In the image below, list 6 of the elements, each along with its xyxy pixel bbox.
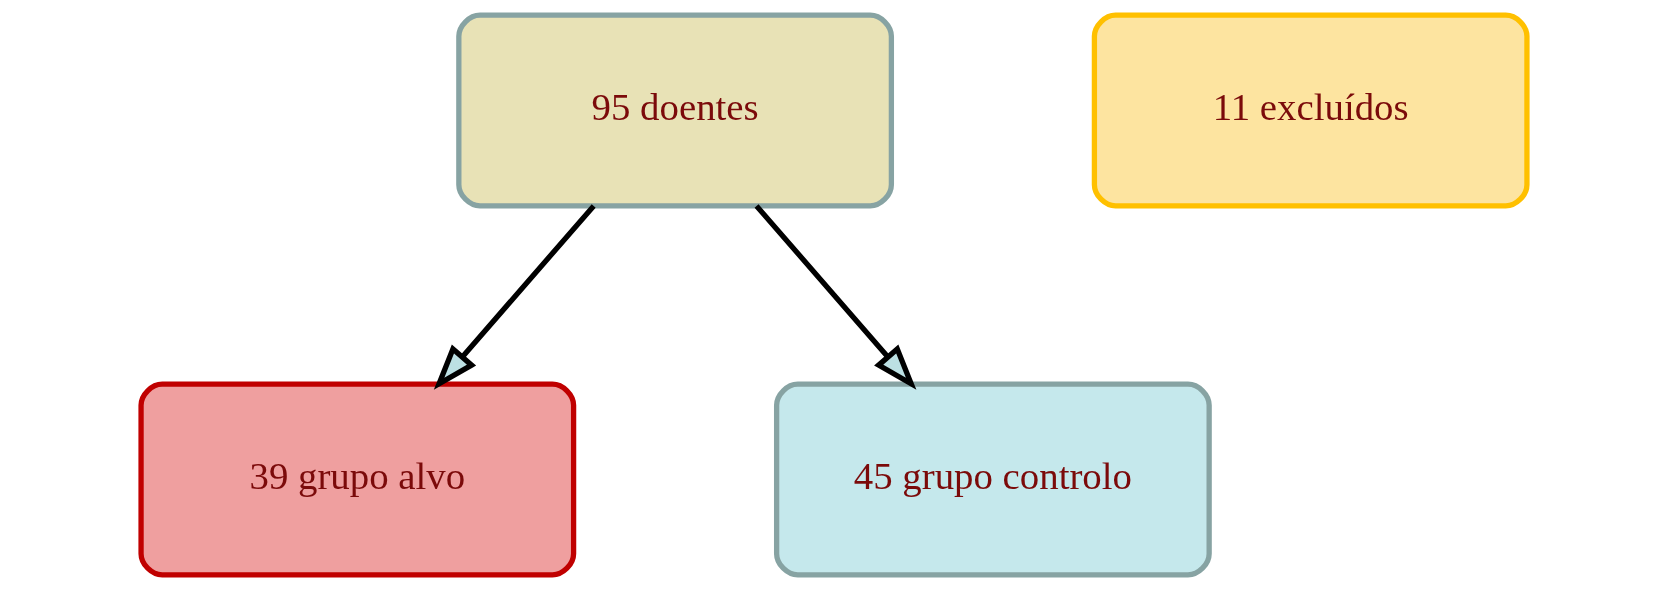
- node-box: 39 grupo alvo: [138, 381, 577, 578]
- node-box: 11 excluídos: [1091, 12, 1530, 209]
- node-box: 95 doentes: [456, 12, 895, 209]
- arrow: [754, 204, 917, 390]
- node-box: 45 grupo controlo: [773, 381, 1212, 578]
- arrow: [433, 204, 596, 390]
